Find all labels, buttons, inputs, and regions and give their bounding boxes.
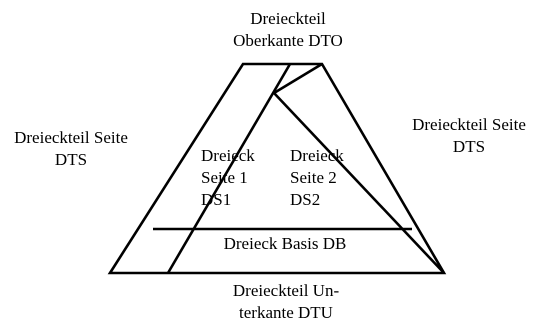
label-left-side-line-1: Dreieckteil Seite bbox=[14, 128, 128, 147]
upper-divider-line bbox=[166, 63, 292, 274]
label-right-side-line-2: DTS bbox=[452, 137, 486, 156]
label-side-2-line-1: Dreieck bbox=[290, 146, 344, 165]
label-right-side-line-1: Dreieckteil Seite bbox=[412, 115, 526, 134]
label-top-edge: Dreieckteil Oberkante DTO bbox=[233, 8, 343, 52]
label-left-side: Dreieckteil Seite DTS bbox=[14, 127, 128, 171]
label-right-side: Dreieckteil Seite DTS bbox=[412, 114, 526, 158]
label-side-2-line-3: DS2 bbox=[290, 190, 321, 209]
label-side-1-line-3: DS1 bbox=[201, 190, 232, 209]
label-top-line-2: Oberkante DTO bbox=[233, 31, 343, 50]
inner-diagonal-long bbox=[273, 92, 445, 274]
label-side-1-line-2: Seite 1 bbox=[201, 168, 248, 187]
label-bottom-line-2: terkante DTU bbox=[239, 303, 333, 322]
label-bottom-edge: Dreieckteil Un- terkante DTU bbox=[233, 280, 339, 324]
label-side-2: Dreieck Seite 2 DS2 bbox=[290, 145, 344, 211]
label-base: Dreieck Basis DB bbox=[224, 233, 347, 255]
label-bottom-line-1: Dreieckteil Un- bbox=[232, 281, 340, 300]
inner-diagonal-top bbox=[273, 62, 323, 95]
label-left-side-line-2: DTS bbox=[54, 150, 88, 169]
label-side-2-line-2: Seite 2 bbox=[290, 168, 337, 187]
label-side-1-line-1: Dreieck bbox=[201, 146, 255, 165]
label-base-text: Dreieck Basis DB bbox=[223, 234, 347, 253]
label-top-line-1: Dreieckteil bbox=[250, 9, 326, 28]
label-side-1: Dreieck Seite 1 DS1 bbox=[201, 145, 255, 211]
